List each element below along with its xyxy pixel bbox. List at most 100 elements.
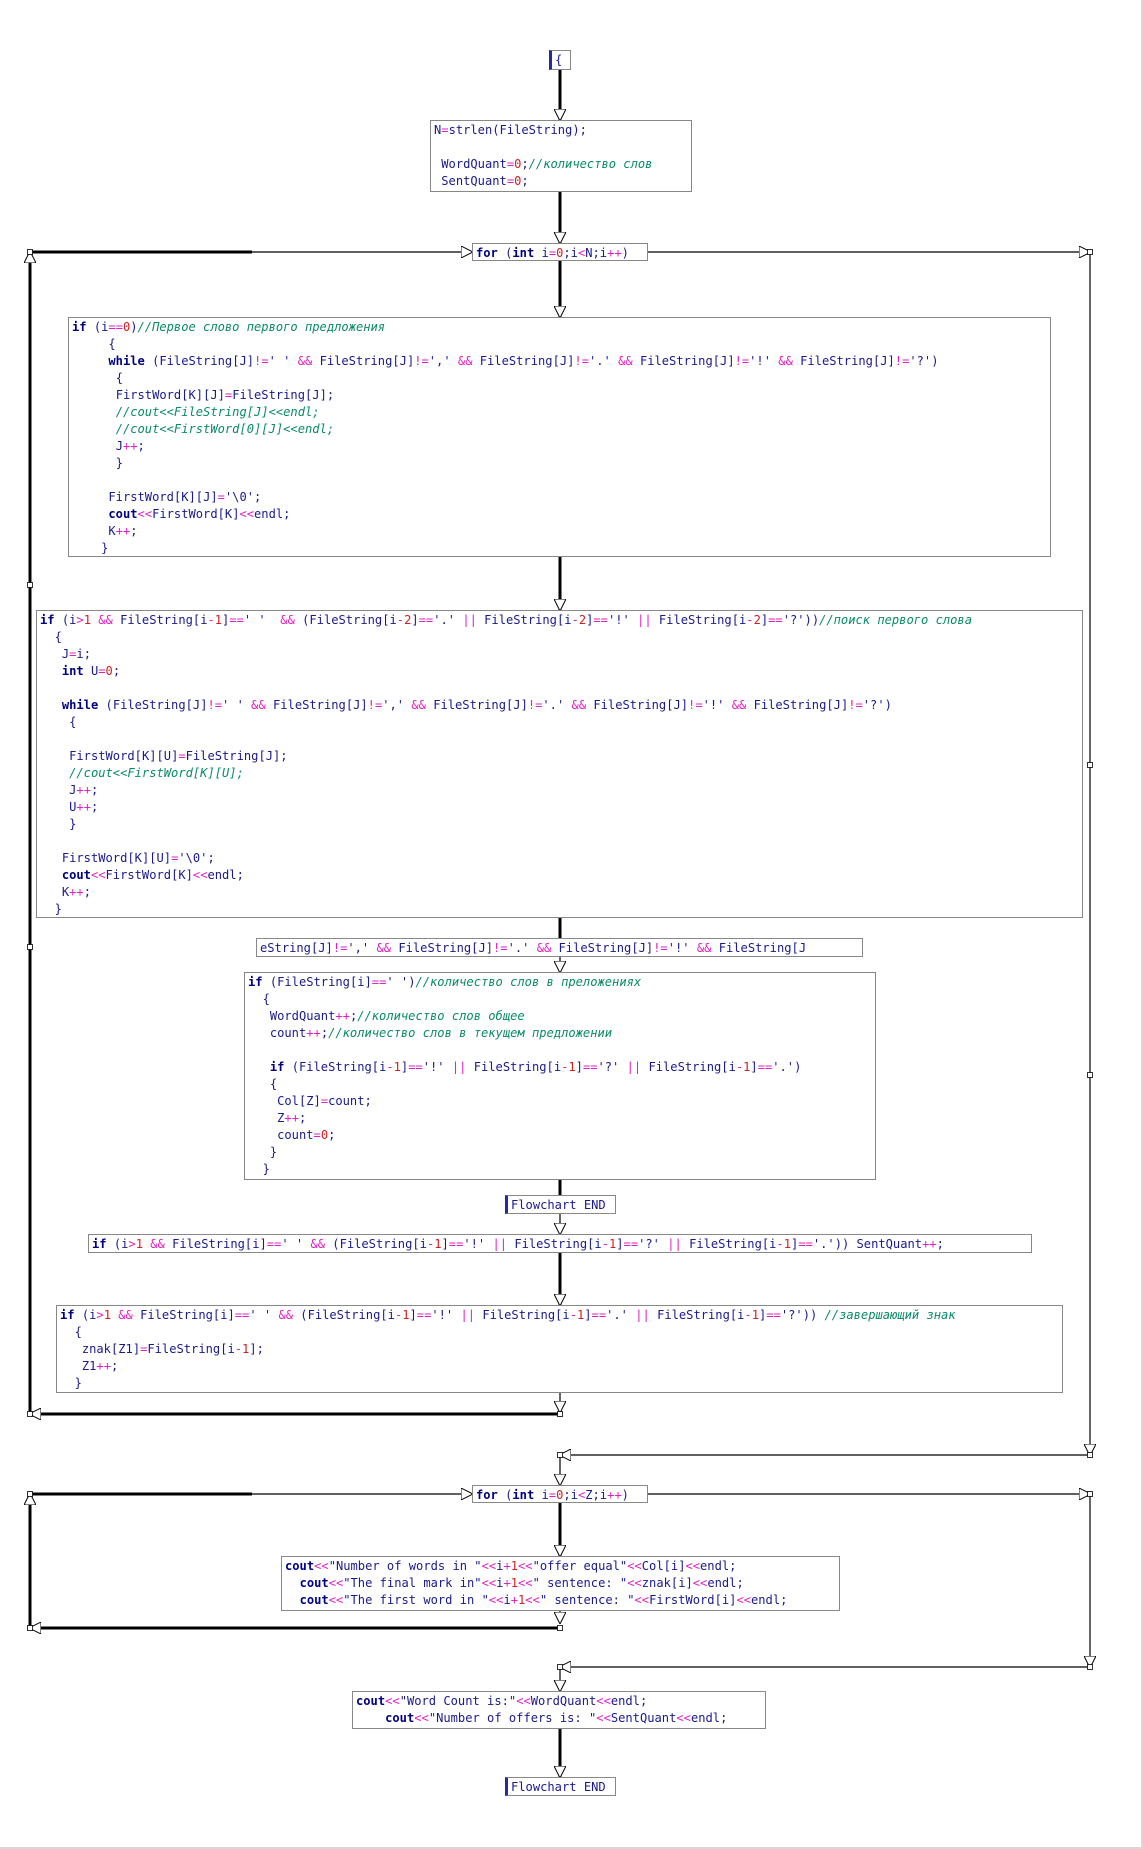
code-line: while (FileString[J]!=' ' && FileString[… [108, 354, 939, 368]
code-line: } [69, 817, 77, 831]
code-line: { [54, 630, 62, 644]
block-for1: for (int i=0;i<N;i++) [472, 243, 648, 261]
junction-loop1-br [557, 1411, 563, 1417]
junction-exit-top [1087, 249, 1093, 255]
junction-loop1-tl [27, 249, 33, 255]
junction-loop1-ml2 [27, 944, 33, 950]
code-line: eString[J]!=',' && FileString[J]!='.' &&… [260, 941, 807, 955]
code-line [40, 731, 1079, 748]
block-end2: Flowchart END [505, 1777, 616, 1796]
code-line: cout<<"Word Count is:"<<WordQuant<<endl; [356, 1694, 648, 1708]
junction-exit2-top [1087, 1491, 1093, 1497]
block-if5: if (i>1 && FileString[i]==' ' && (FileSt… [56, 1305, 1063, 1393]
page-right-border [1141, 0, 1143, 1849]
code-line: WordQuant++;//количество слов общее [269, 1009, 525, 1023]
block-if4: if (i>1 && FileString[i]==' ' && (FileSt… [88, 1234, 1032, 1253]
code-line: { [115, 371, 123, 385]
code-line: } [269, 1145, 278, 1159]
code-line: count=0; [277, 1128, 336, 1142]
loop2-back-edge [28, 1492, 560, 1630]
junction-loop2-br [557, 1625, 563, 1631]
block-end1: Flowchart END [505, 1195, 616, 1214]
code-line: if (FileString[i-1]=='!' || FileString[i… [269, 1060, 802, 1074]
code-line: //cout<<FileString[J]<<endl; [115, 405, 320, 419]
block-start: { [549, 50, 571, 70]
code-line: Z1++; [81, 1359, 119, 1373]
code-line: if (i==0)//Первое слово первого предложе… [72, 320, 386, 334]
code-line: } [101, 541, 109, 555]
code-line: FirstWord[K][J]='\0'; [108, 490, 262, 504]
code-line: cout<<"Number of offers is: "<<SentQuant… [385, 1711, 728, 1725]
code-line: { [269, 1077, 278, 1091]
code-line: cout<<FirstWord[K]<<endl; [61, 868, 244, 882]
code-line: Col[Z]=count; [277, 1094, 372, 1108]
connectors [28, 70, 1093, 1777]
code-line: { [262, 992, 270, 1006]
code-line: N=strlen(FileString); [434, 123, 587, 137]
code-line: cout<<"Number of words in "<<i+1<<"offer… [285, 1559, 737, 1573]
code-line: for (int i=0;i<Z;i++) [476, 1488, 629, 1502]
junction-loop2-tl [27, 1491, 33, 1497]
code-line: WordQuant=0;//количество слов [441, 157, 653, 171]
junction-exit-mid [1087, 762, 1093, 768]
block-init: N=strlen(FileString); WordQuant=0;//коли… [430, 120, 692, 192]
junction-exit-bottom [1087, 1452, 1093, 1458]
code-line [72, 472, 1047, 489]
junction-merge2 [557, 1664, 563, 1670]
junction-loop2-bl [27, 1625, 33, 1631]
code-line: U++; [69, 800, 99, 814]
code-line: if (i>1 && FileString[i-1]==' ' && (File… [40, 613, 972, 627]
code-line: int U=0; [61, 664, 121, 678]
code-line: if (i>1 && FileString[i]==' ' && (FileSt… [60, 1308, 956, 1322]
code-line [40, 680, 1079, 697]
code-line: { [69, 715, 77, 729]
junction-loop1-bl [27, 1411, 33, 1417]
code-line: FirstWord[K][U]='\0'; [61, 851, 215, 865]
code-line: if (i>1 && FileString[i]==' ' && (FileSt… [92, 1237, 944, 1251]
code-line: { [74, 1325, 82, 1339]
code-line: FirstWord[K][J]=FileString[J]; [115, 388, 335, 402]
block-cond: eString[J]!=',' && FileString[J]!='.' &&… [256, 938, 863, 957]
code-line: FirstWord[K][U]=FileString[J]; [69, 749, 288, 763]
junction-exit-mid2 [1087, 1072, 1093, 1078]
code-line: cout<<FirstWord[K]<<endl; [108, 507, 291, 521]
code-line: cout<<"The first word in "<<i+1<<" sente… [299, 1593, 788, 1607]
code-line: Z++; [277, 1111, 307, 1125]
junction-loop1-ml [27, 582, 33, 588]
code-line: } [54, 902, 62, 916]
code-line: Flowchart END [511, 1198, 606, 1212]
block-out2: cout<<"Word Count is:"<<WordQuant<<endl;… [352, 1691, 766, 1729]
block-if3: if (FileString[i]==' ')//количество слов… [244, 972, 876, 1180]
code-line: SentQuant=0; [441, 174, 529, 188]
code-line: J++; [69, 783, 99, 797]
page-bottom-border [0, 1847, 1143, 1849]
code-line: J++; [115, 439, 145, 453]
code-line: Flowchart END [511, 1780, 606, 1794]
code-line: if (FileString[i]==' ')//количество слов… [248, 975, 642, 989]
code-line: znak[Z1]=FileString[i-1]; [81, 1342, 264, 1356]
code-line: for (int i=0;i<N;i++) [476, 246, 629, 260]
code-line [434, 139, 688, 156]
code-line: K++; [61, 885, 91, 899]
block-out1: cout<<"Number of words in "<<i+1<<"offer… [281, 1556, 840, 1611]
code-line: while (FileString[J]!=' ' && FileString[… [61, 698, 892, 712]
code-line: { [555, 53, 563, 67]
code-line: count++;//количество слов в текущем пред… [269, 1026, 613, 1040]
code-line: //cout<<FirstWord[0][J]<<endl; [115, 422, 335, 436]
code-line: K++; [108, 524, 138, 538]
junction-merge [557, 1452, 563, 1458]
code-line [248, 1042, 872, 1059]
code-line: { [108, 337, 116, 351]
block-if2: if (i>1 && FileString[i-1]==' ' && (File… [36, 610, 1083, 918]
code-line: J=i; [61, 647, 91, 661]
junction-exit2-bottom [1087, 1664, 1093, 1670]
code-line: } [262, 1162, 270, 1176]
code-line [40, 833, 1079, 850]
block-if1: if (i==0)//Первое слово первого предложе… [68, 317, 1051, 557]
code-line: } [74, 1376, 82, 1390]
code-line: //cout<<FirstWord[K][U]; [69, 766, 244, 780]
code-line: cout<<"The final mark in"<<i+1<<" senten… [299, 1576, 744, 1590]
block-for2: for (int i=0;i<Z;i++) [472, 1485, 648, 1503]
code-line: } [115, 456, 123, 470]
